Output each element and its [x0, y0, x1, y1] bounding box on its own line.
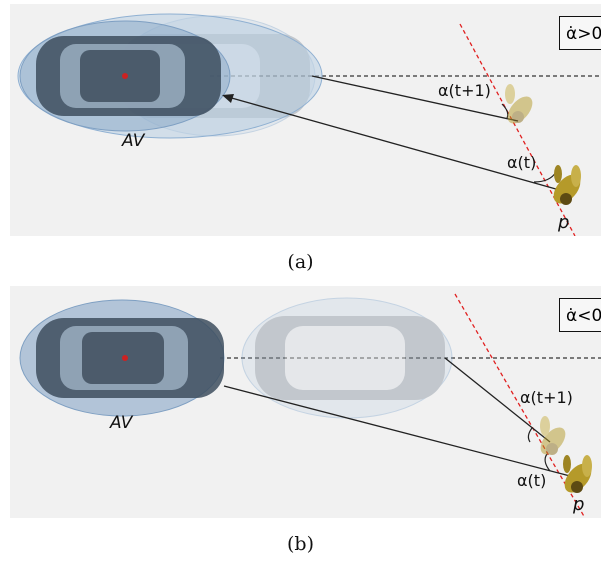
ray-t-plus-1	[311, 75, 519, 122]
angle-label-t-plus-1: α(t+1)	[438, 81, 491, 100]
pedestrian-t	[563, 455, 592, 493]
angle-label-t: α(t)	[507, 153, 537, 172]
alpha-dot-badge: α̇<0	[559, 298, 601, 332]
caption-b: (b)	[287, 533, 314, 555]
pedestrian-trajectory	[454, 293, 586, 518]
panel-b-drawing	[19, 293, 601, 518]
ray-t	[223, 385, 571, 477]
pedestrian-t-plus-1	[505, 84, 533, 124]
ray-t-plus-1	[444, 357, 551, 443]
angle-arc-t-plus-1	[501, 103, 509, 119]
av-car	[36, 36, 221, 116]
av-label: AV	[122, 131, 145, 151]
panel-a-drawing	[17, 13, 601, 236]
ray-t-arrowhead	[222, 94, 234, 103]
panel-b: α̇<0 AV α(t+1) α(t) p	[10, 286, 601, 518]
ray-t	[227, 96, 564, 192]
angle-arc-t	[544, 453, 551, 472]
ghost-car	[241, 297, 453, 419]
pedestrian-t-plus-1	[540, 416, 566, 455]
angle-arc-t-plus-1	[527, 427, 533, 443]
av-car	[36, 318, 224, 398]
pedestrian-t	[553, 165, 581, 205]
panel-a: α̇>0 AV α(t+1) α(t) p	[10, 4, 601, 236]
angle-arc-t	[533, 171, 557, 183]
pedestrian-label: p	[558, 212, 570, 233]
pedestrian-trajectory	[459, 23, 576, 236]
alpha-dot-badge: α̇>0	[559, 16, 601, 50]
caption-a: (a)	[287, 251, 314, 273]
av-label: AV	[110, 413, 133, 433]
angle-label-t: α(t)	[517, 471, 547, 490]
pedestrian-label: p	[573, 494, 585, 515]
angle-label-t-plus-1: α(t+1)	[520, 388, 573, 407]
